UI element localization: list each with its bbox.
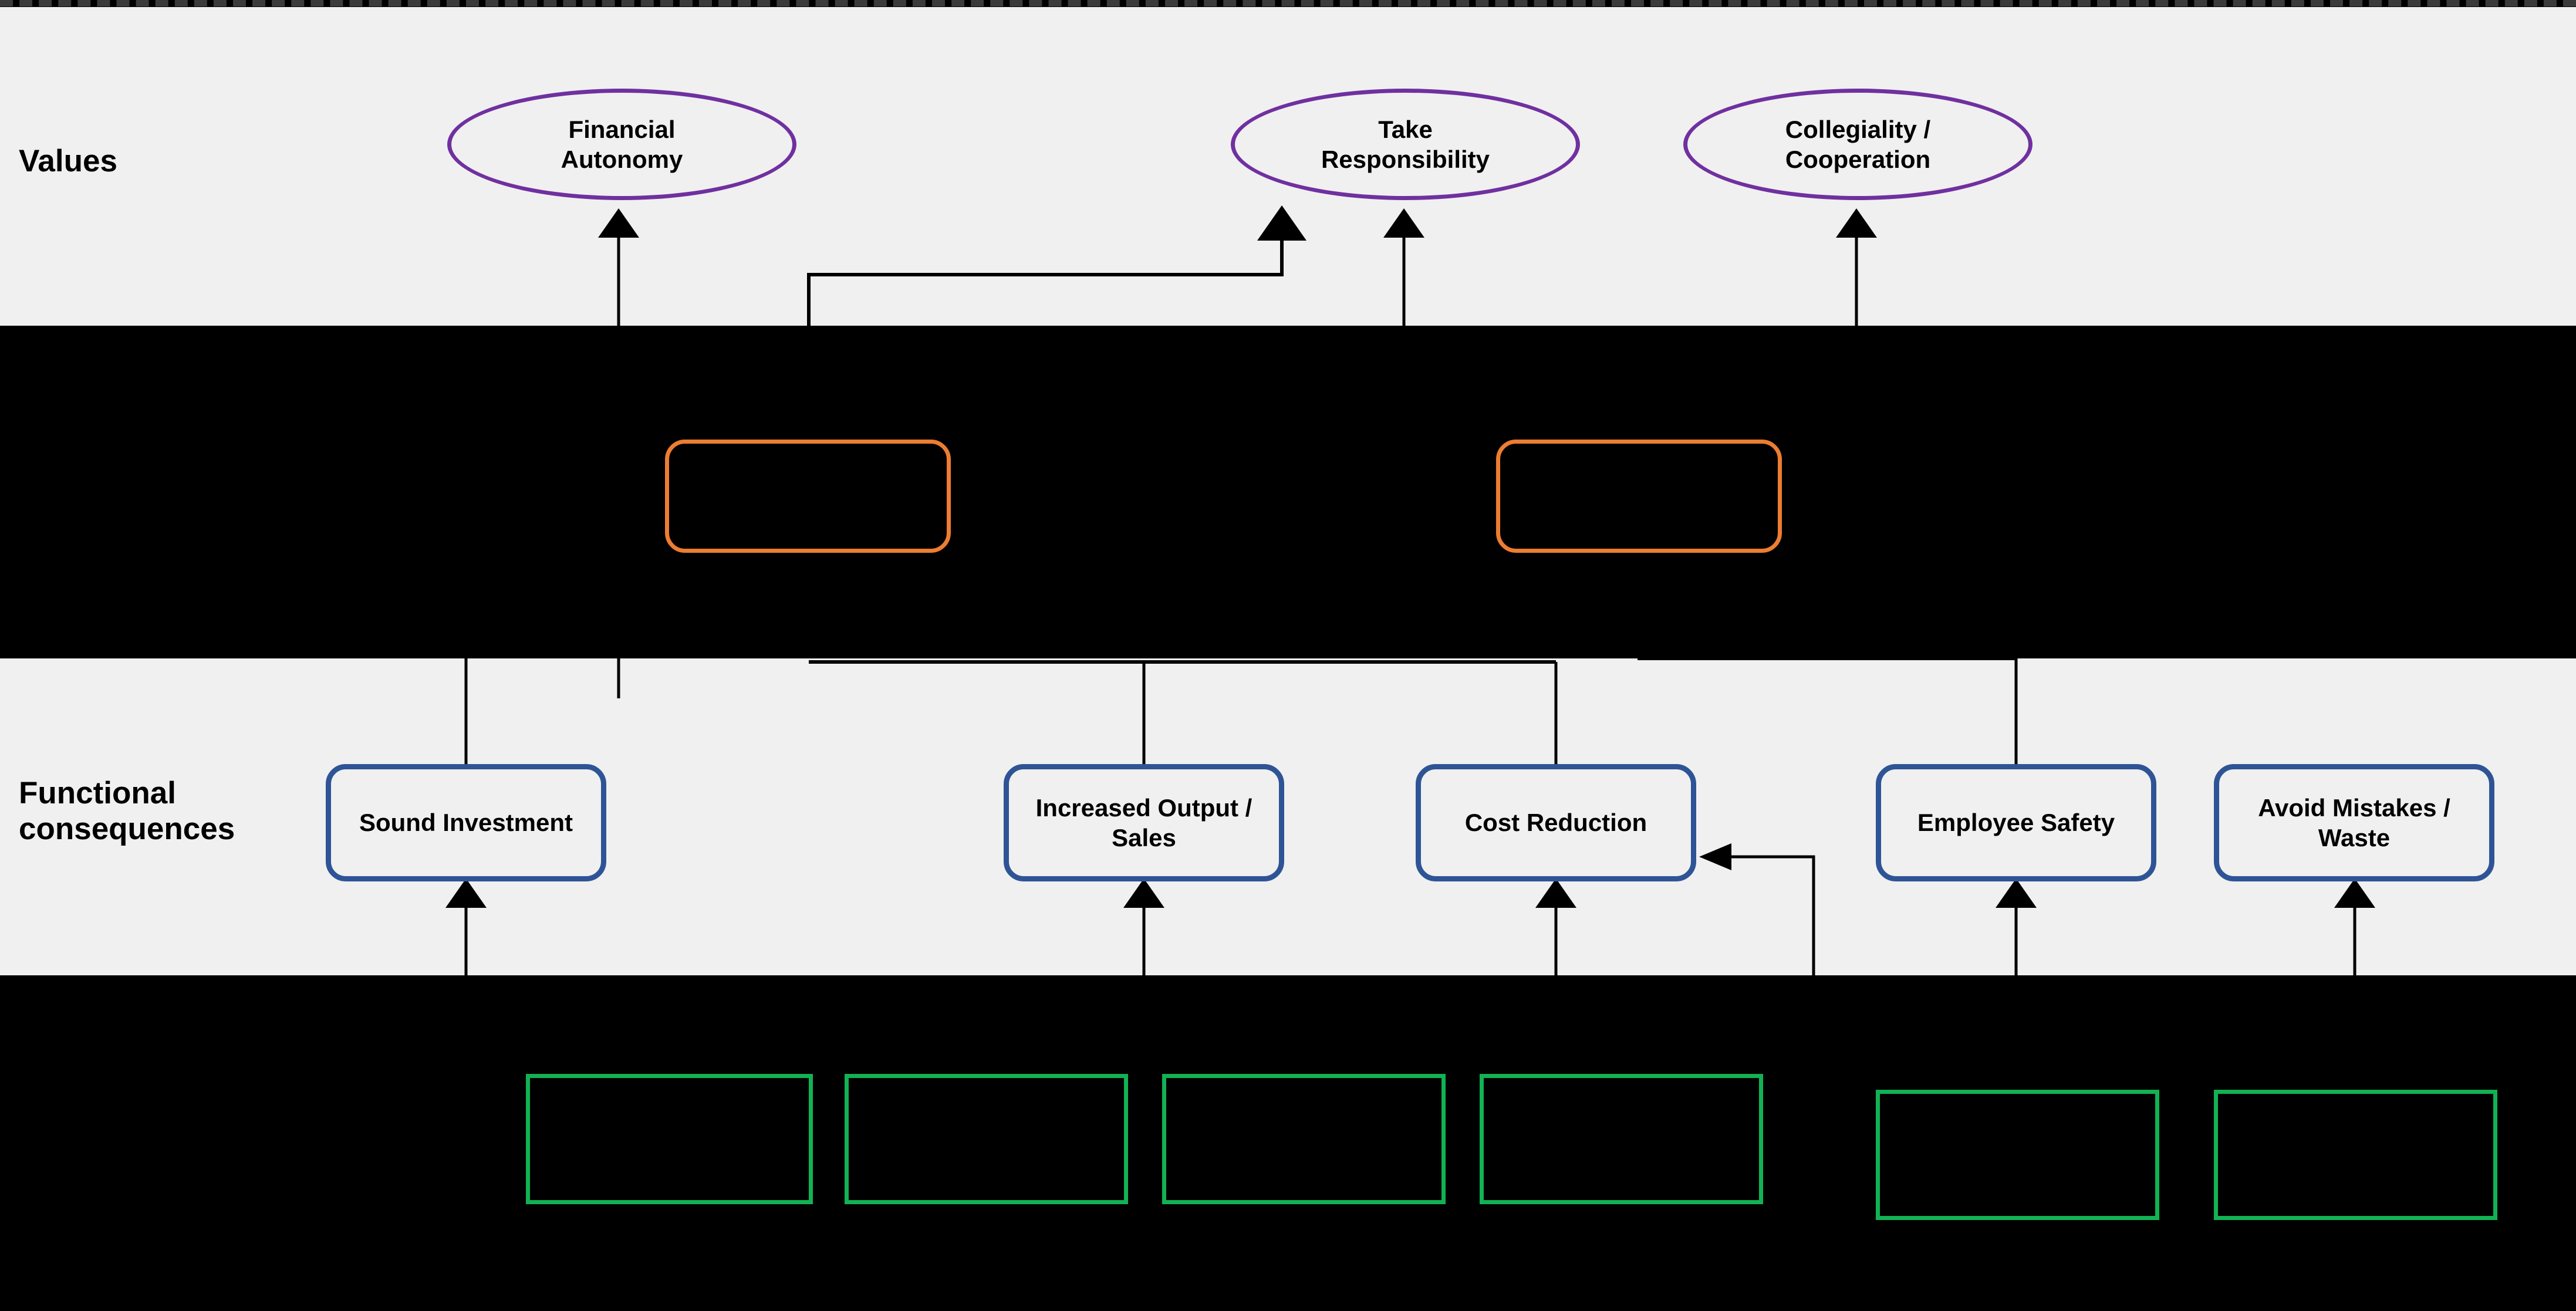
functional-node-employee-safety[interactable]: Employee Safety — [1876, 764, 2156, 881]
functional-node-avoid-mistakes-waste[interactable]: Avoid Mistakes / Waste — [2214, 764, 2494, 881]
top-dashed-divider — [0, 0, 2576, 6]
functional-row-band — [0, 658, 2576, 975]
attribute-node-2[interactable] — [845, 1074, 1128, 1204]
row-label-functional-consequences: Functional consequences — [19, 776, 235, 846]
value-node-collegiality-cooperation[interactable]: Collegiality / Cooperation — [1683, 89, 2033, 200]
attribute-node-3[interactable] — [1162, 1074, 1446, 1204]
psychosocial-node-2[interactable] — [1496, 440, 1782, 553]
psychosocial-node-1[interactable] — [665, 440, 951, 553]
value-node-financial-autonomy[interactable]: Financial Autonomy — [447, 89, 796, 200]
attribute-node-5[interactable] — [1876, 1090, 2159, 1220]
attribute-node-4[interactable] — [1480, 1074, 1763, 1204]
row-label-values: Values — [19, 144, 117, 178]
functional-node-sound-investment[interactable]: Sound Investment — [326, 764, 606, 881]
functional-node-cost-reduction[interactable]: Cost Reduction — [1416, 764, 1696, 881]
functional-node-increased-output-sales[interactable]: Increased Output / Sales — [1004, 764, 1284, 881]
attribute-node-1[interactable] — [526, 1074, 813, 1204]
value-node-take-responsibility[interactable]: Take Responsibility — [1231, 89, 1580, 200]
attribute-node-6[interactable] — [2214, 1090, 2497, 1220]
